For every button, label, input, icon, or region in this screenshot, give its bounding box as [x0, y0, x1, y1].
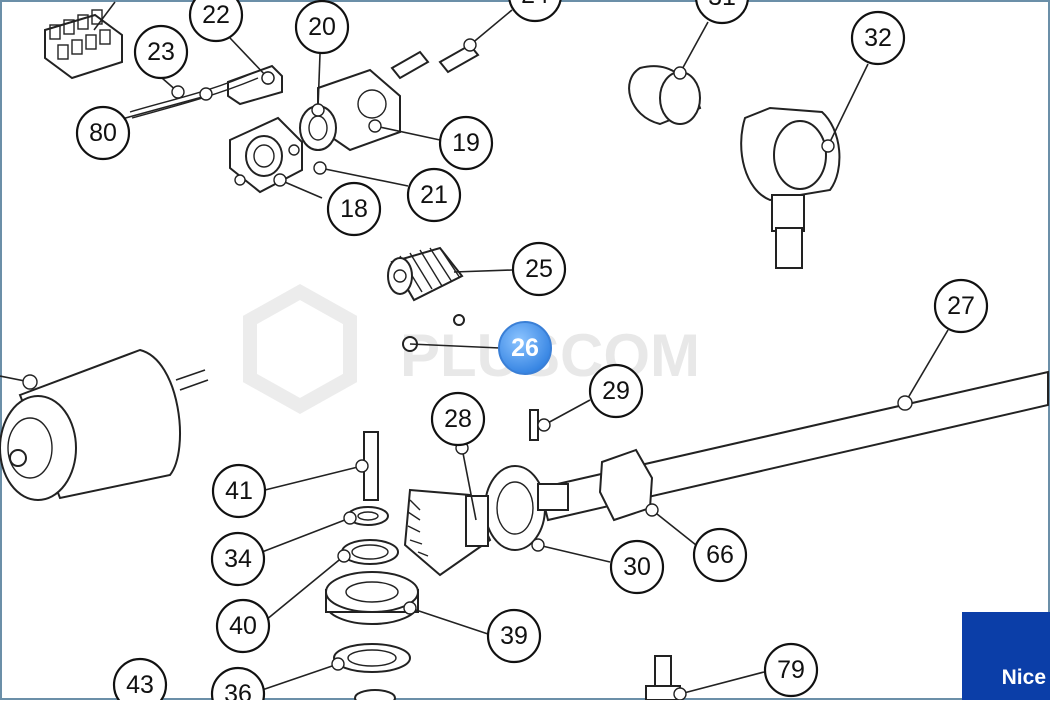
callout-80-label: 80 [89, 119, 117, 147]
callout-39[interactable]: 39 [486, 608, 542, 664]
part-shaft-nut [598, 448, 654, 522]
callout-31[interactable]: 31 [695, 0, 749, 25]
callout-23[interactable]: 23 [133, 24, 189, 80]
callout-27-label: 27 [947, 292, 975, 320]
callout-34[interactable]: 34 [210, 531, 266, 587]
callout-36[interactable]: 36 [210, 666, 266, 705]
part-terminal-block [44, 9, 123, 80]
callout-21-label: 21 [420, 181, 448, 209]
callout-20[interactable]: 20 [294, 0, 350, 55]
part-washers [341, 506, 399, 565]
callout-24[interactable]: 24 [508, 0, 562, 23]
brand-badge: Nice [962, 612, 1050, 700]
callout-18-label: 18 [340, 195, 368, 223]
callout-28[interactable]: 28 [430, 391, 486, 447]
part-clamp [740, 106, 841, 269]
callout-29-label: 29 [602, 377, 630, 405]
leader-dots [22, 38, 913, 701]
callout-31-label: 31 [708, 0, 736, 11]
callout-41-label: 41 [225, 477, 253, 505]
callout-32-label: 32 [864, 24, 892, 52]
part-bushing [628, 65, 702, 126]
callout-18[interactable]: 18 [326, 181, 382, 237]
brand-logo-text: Nice [1002, 666, 1046, 689]
callout-21[interactable]: 21 [406, 167, 462, 223]
part-small-nuts [402, 314, 465, 352]
callout-24-label: 24 [521, 0, 549, 9]
brand-badge-bg [962, 612, 1050, 700]
callout-80[interactable]: 80 [75, 105, 131, 161]
part-bevel-gear [403, 488, 492, 577]
callout-22[interactable]: 22 [188, 0, 244, 43]
part-small-bracket [227, 64, 283, 106]
callout-41[interactable]: 41 [211, 463, 267, 519]
callout-27[interactable]: 27 [933, 278, 989, 334]
part-bottom-stud [645, 655, 681, 701]
callout-79-label: 79 [777, 656, 805, 684]
callout-19-label: 19 [452, 129, 480, 157]
callout-34-label: 34 [224, 545, 252, 573]
callout-39-label: 39 [500, 622, 528, 650]
part-bearing-plate [229, 116, 303, 194]
callout-28-label: 28 [444, 405, 472, 433]
part-worm-screw [387, 246, 464, 302]
callout-43[interactable]: 43 [112, 657, 168, 705]
callout-43-label: 43 [126, 671, 154, 699]
part-pin-29 [529, 409, 539, 441]
callout-22-label: 22 [202, 1, 230, 29]
callout-30[interactable]: 30 [609, 539, 665, 595]
callout-29[interactable]: 29 [588, 363, 644, 419]
callout-66-label: 66 [706, 541, 734, 569]
callout-32[interactable]: 32 [850, 10, 906, 66]
part-wire [129, 71, 259, 119]
callout-40[interactable]: 40 [215, 598, 271, 654]
callout-26-label: 26 [511, 334, 539, 362]
callout-66[interactable]: 66 [692, 527, 748, 583]
callout-26[interactable]: 26 [498, 321, 552, 375]
callout-25-label: 25 [525, 255, 553, 283]
part-motor [0, 348, 209, 501]
callout-79[interactable]: 79 [763, 642, 819, 698]
part-pins [390, 43, 480, 80]
callout-23-label: 23 [147, 38, 175, 66]
part-shaft-bearing [484, 465, 569, 551]
callout-25[interactable]: 25 [511, 241, 567, 297]
callout-20-label: 20 [308, 13, 336, 41]
callout-40-label: 40 [229, 612, 257, 640]
part-spur-gear [325, 571, 419, 625]
part-bottom-rings [333, 643, 411, 705]
callout-36-label: 36 [224, 680, 252, 700]
callout-19[interactable]: 19 [438, 115, 494, 171]
callout-30-label: 30 [623, 553, 651, 581]
